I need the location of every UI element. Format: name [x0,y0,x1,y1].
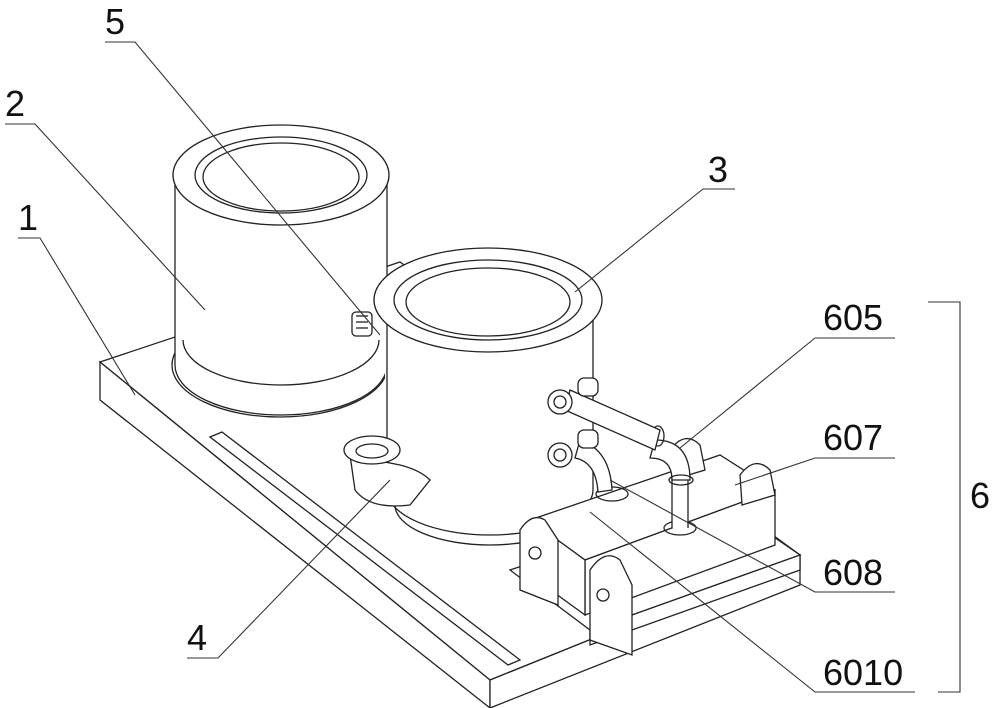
leader-2 [5,123,206,311]
callout-608: 608 [823,552,884,593]
tank-2 [171,124,390,418]
connecting-pipe-5 [351,311,373,337]
leader-1 [18,237,136,396]
leader-607 [734,457,895,486]
callout-6010: 6010 [823,652,904,693]
leader-4 [187,479,391,659]
group-label-6: 6 [970,475,991,516]
leader-608 [609,479,895,593]
callout-3: 3 [708,149,729,190]
leader-6010 [589,511,915,693]
callout-5: 5 [105,1,126,42]
group-bracket [928,301,961,693]
callout-2: 2 [5,83,26,124]
leader-3 [574,188,735,293]
leader-5 [105,41,381,336]
leader-lines [5,41,961,693]
callout-605: 605 [823,297,884,338]
pump-assembly-6 [508,377,802,656]
leader-605 [679,337,895,449]
callout-4: 4 [187,617,208,658]
callout-607: 607 [823,417,884,458]
callout-1: 1 [18,197,39,238]
